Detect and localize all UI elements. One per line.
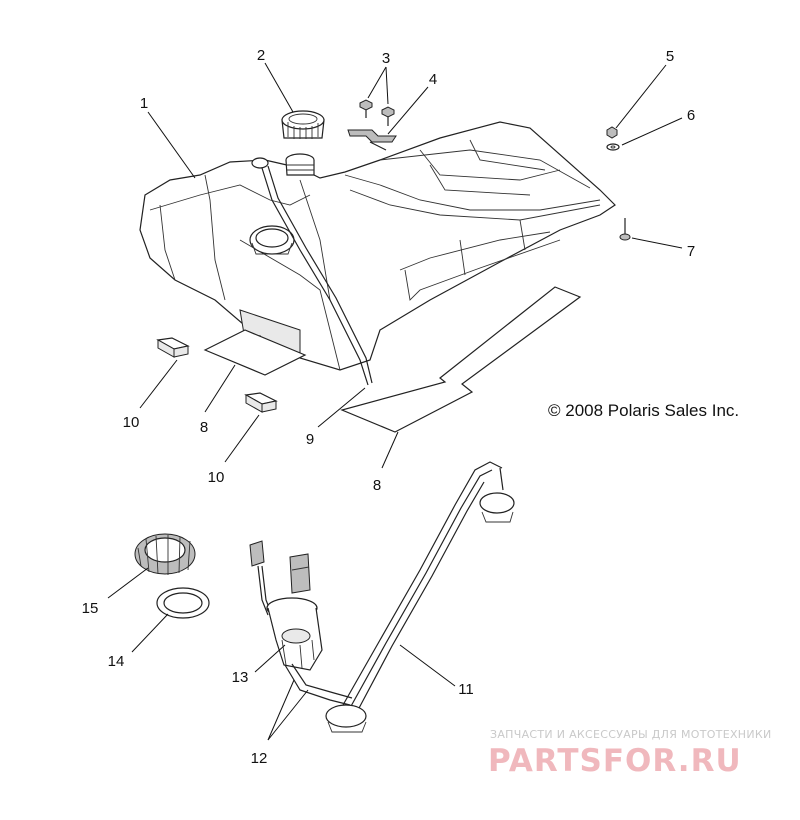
- copyright-notice: © 2008 Polaris Sales Inc.: [548, 401, 739, 420]
- block-2: [244, 392, 278, 413]
- watermark-site: PARTSFOR.RU: [488, 743, 742, 779]
- callout-7: 7: [687, 243, 695, 260]
- callout-6: 6: [687, 107, 695, 124]
- callout-3: 3: [382, 50, 390, 67]
- bracket: [347, 129, 397, 151]
- watermark: ЗАПЧАСТИ И АКСЕССУАРЫ ДЛЯ МОТОТЕХНИКИ PA…: [488, 728, 772, 779]
- callouts: 1 2 3 4 5 6 7 8 8 9 10 10 11 12 13 14 15: [82, 47, 696, 767]
- pad-left: [203, 329, 307, 376]
- bolt: [619, 218, 631, 241]
- callout-11: 11: [458, 681, 474, 698]
- callout-1: 1: [140, 95, 148, 112]
- callout-12: 12: [251, 750, 268, 767]
- nut: [606, 126, 618, 139]
- callout-5: 5: [666, 48, 674, 65]
- watermark-subtitle: ЗАПЧАСТИ И АКСЕССУАРЫ ДЛЯ МОТОТЕХНИКИ: [490, 728, 772, 741]
- callout-9: 9: [306, 431, 314, 448]
- callout-8b: 8: [373, 477, 381, 494]
- screws: [359, 99, 395, 126]
- callout-13: 13: [232, 669, 249, 686]
- callout-10a: 10: [123, 414, 140, 431]
- callout-8a: 8: [200, 419, 208, 436]
- block-1: [156, 337, 190, 358]
- vent-tube: [261, 165, 373, 386]
- callout-14: 14: [108, 653, 125, 670]
- callout-10b: 10: [208, 469, 225, 486]
- fuel-line: [325, 461, 515, 733]
- callout-2: 2: [257, 47, 265, 64]
- pad-right: [340, 286, 582, 433]
- callout-15: 15: [82, 600, 99, 617]
- fuel-cap: [281, 110, 325, 139]
- lock-ring: [134, 533, 196, 575]
- gasket: [156, 587, 210, 619]
- fuel-pump: [249, 540, 353, 706]
- washer: [606, 143, 620, 151]
- callout-4: 4: [429, 71, 437, 88]
- fuel-tank: [139, 121, 616, 371]
- leader-lines: [107, 62, 683, 741]
